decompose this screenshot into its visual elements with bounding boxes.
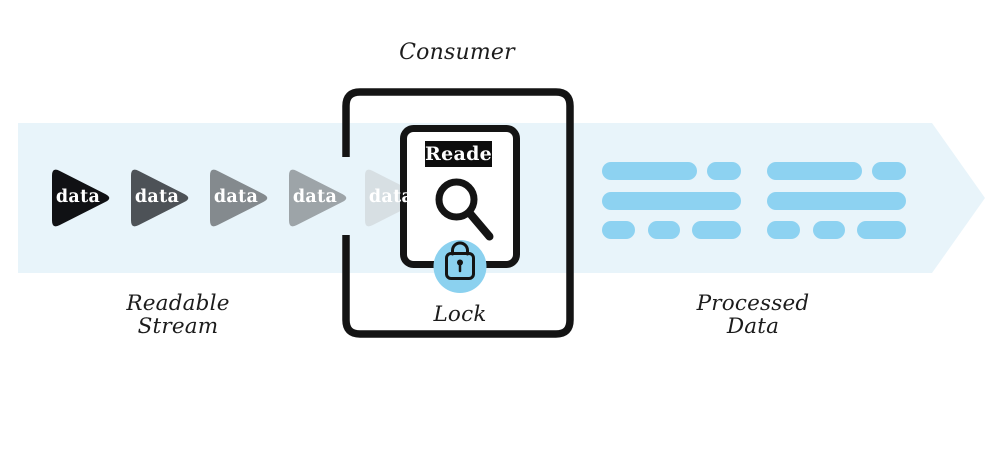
data-chunk-triangle — [289, 169, 347, 227]
consumer-title: Consumer — [399, 40, 515, 65]
lock-label: Lock — [433, 302, 487, 327]
reader-chip: Reader — [425, 141, 503, 167]
data-pill — [707, 162, 741, 180]
processed-data-pills — [602, 162, 906, 239]
data-pill — [813, 221, 845, 239]
consumer-box-border — [342, 88, 574, 338]
readable-stream-line2: Stream — [137, 314, 219, 339]
data-pill — [857, 221, 906, 239]
data-chunk-label: data — [213, 187, 259, 207]
data-pill — [692, 221, 741, 239]
data-pill — [602, 221, 635, 239]
data-pill — [767, 221, 800, 239]
data-chunk-triangles — [52, 169, 423, 227]
data-chunk-label: data — [368, 187, 414, 207]
processed-data-label: Processed Data — [653, 292, 853, 338]
processed-data-line1: Processed — [696, 291, 810, 316]
data-chunk-triangle — [52, 169, 110, 227]
data-chunk-label: data — [55, 187, 101, 207]
data-pill — [648, 221, 680, 239]
data-pill — [767, 162, 862, 180]
data-chunk-label: data — [134, 187, 180, 207]
data-chunk-triangle — [210, 169, 268, 227]
data-chunk-label: data — [292, 187, 338, 207]
data-pill — [872, 162, 906, 180]
data-pill — [602, 192, 741, 210]
processed-data-line2: Data — [726, 314, 780, 339]
data-chunk-triangle — [365, 169, 423, 227]
readable-stream-line1: Readable — [126, 291, 230, 316]
search-icon — [435, 178, 494, 241]
readable-stream-label: Readable Stream — [78, 292, 278, 338]
data-pill — [767, 192, 906, 210]
padlock-icon — [445, 241, 475, 280]
data-chunk-triangle — [131, 169, 189, 227]
data-pill — [602, 162, 697, 180]
